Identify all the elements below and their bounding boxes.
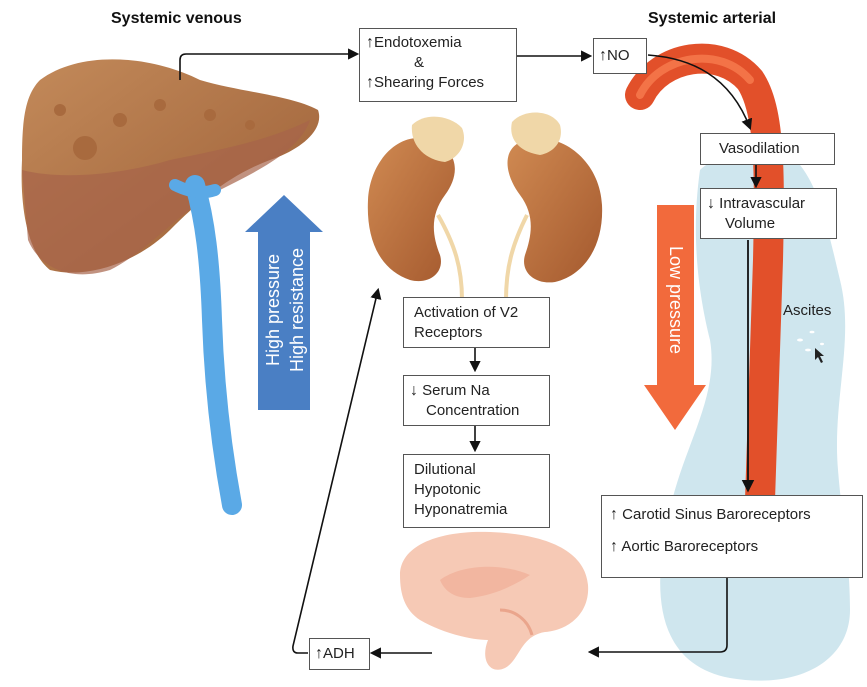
adh-text: ADH <box>323 645 355 662</box>
no-text: NO <box>607 47 630 64</box>
vasodilation-text: Vasodilation <box>719 140 800 157</box>
hyponatremia-text: Hyponatremia <box>414 501 508 518</box>
carotid-sinus-text: Carotid Sinus Baroreceptors <box>622 506 811 523</box>
ascites-label: Ascites <box>783 302 832 319</box>
up-arrow-icon: ↑ <box>315 645 323 662</box>
high-pressure-arrow <box>245 195 323 410</box>
receptors-text: Receptors <box>414 324 483 341</box>
low-pressure-label: Low pressure <box>666 245 686 355</box>
serum-na-text: Serum Na <box>422 382 490 399</box>
mouse-cursor-icon <box>815 348 824 363</box>
dilutional-hyponatremia-box: Dilutional Hypotonic Hyponatremia <box>403 454 550 528</box>
endotoxemia-text: Endotoxemia <box>374 34 462 51</box>
venous-vessel <box>185 175 242 515</box>
up-arrow-icon: ↑ <box>366 34 374 51</box>
intravascular-volume-box: ↓ Intravascular Volume <box>700 188 837 239</box>
ascites-droplets <box>797 330 824 352</box>
kidneys-illustration <box>367 112 603 301</box>
connector-liver-to-endotoxemia <box>179 48 360 80</box>
aortic-baroreceptors-text: Aortic Baroreceptors <box>621 538 759 555</box>
high-pressure-label: High pressure <box>263 253 283 367</box>
connector-adh-to-kidney <box>292 287 382 654</box>
volume-text: Volume <box>725 215 776 232</box>
up-arrow-icon: ↑ <box>610 538 618 555</box>
ampersand-text: & <box>414 54 425 71</box>
systemic-arterial-header: Systemic arterial <box>648 10 777 27</box>
up-arrow-icon: ↑ <box>366 74 374 91</box>
vasodilation-box: Vasodilation <box>700 133 835 165</box>
connector-baroreceptors-to-brain <box>587 578 728 658</box>
high-pressure-label-group: High pressure High resistance <box>261 248 309 372</box>
v2-activation-box: Activation of V2 Receptors <box>403 297 550 348</box>
down-arrow-icon: ↓ <box>410 382 418 399</box>
connector-no-to-vasodilation <box>647 54 753 131</box>
high-resistance-label: High resistance <box>287 247 307 373</box>
concentration-text: Concentration <box>426 402 520 419</box>
v2-activation-text: Activation of V2 <box>414 304 519 321</box>
shearing-forces-text: Shearing Forces <box>374 74 485 91</box>
hypotonic-text: Hypotonic <box>414 481 481 498</box>
serum-na-box: ↓ Serum Na Concentration <box>403 375 550 426</box>
baroreceptors-box: ↑ Carotid Sinus Baroreceptors ↑ Aortic B… <box>601 495 863 578</box>
systemic-venous-header: Systemic venous <box>111 10 242 27</box>
intravascular-text: Intravascular <box>719 195 806 212</box>
endotoxemia-shearing-box: ↑Endotoxemia & ↑Shearing Forces <box>359 28 517 102</box>
dilutional-text: Dilutional <box>414 461 476 478</box>
adh-box: ↑ADH <box>309 638 370 670</box>
low-pressure-arrow <box>644 205 706 430</box>
down-arrow-icon: ↓ <box>707 195 715 212</box>
no-box: ↑NO <box>593 38 647 74</box>
liver-illustration <box>21 59 320 275</box>
up-arrow-icon: ↑ <box>610 506 618 523</box>
up-arrow-icon: ↑ <box>599 47 607 64</box>
brain-illustration <box>400 531 589 670</box>
